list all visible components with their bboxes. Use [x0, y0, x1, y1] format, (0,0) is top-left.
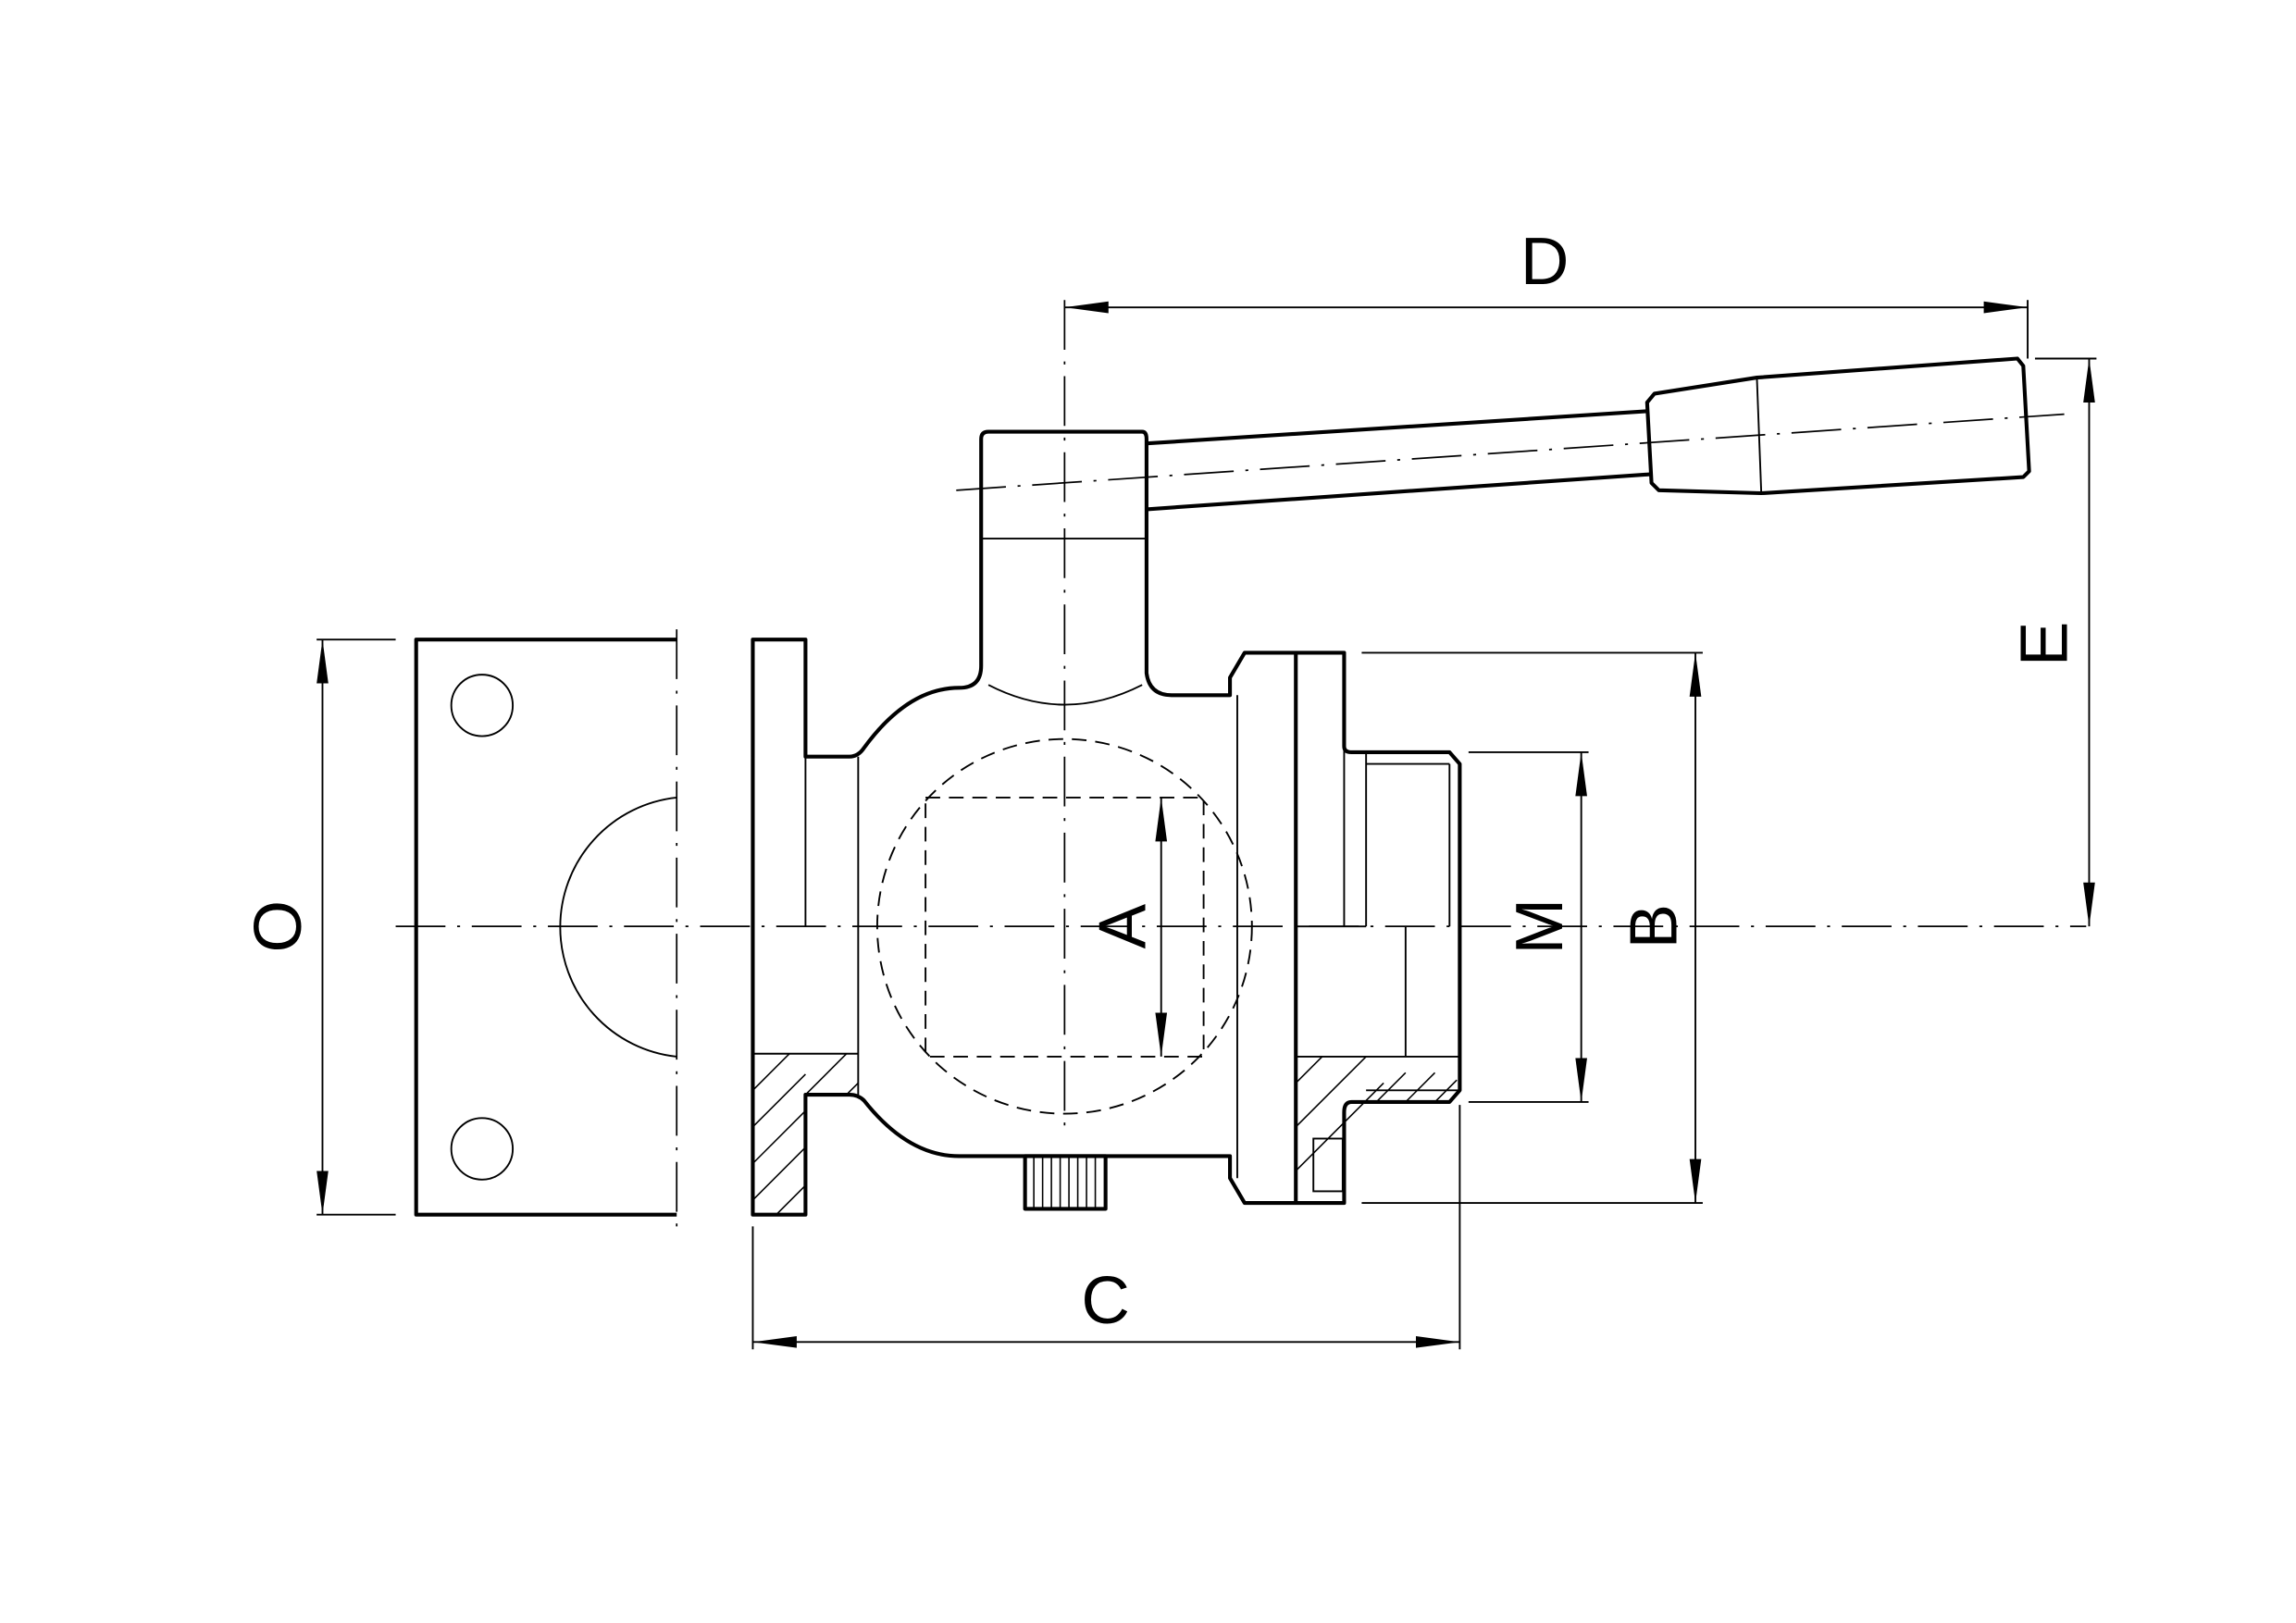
bolt-hole-top: [450, 674, 515, 737]
label-b: B: [1616, 904, 1691, 949]
dimension-a: A: [1085, 797, 1168, 1057]
section-hatching: [751, 1053, 1458, 1216]
handle-centerline: [956, 413, 2065, 491]
dimension-m: M: [1468, 750, 1589, 1103]
lever-handle: [1146, 356, 2031, 512]
dimension-o: O: [241, 638, 396, 1216]
bore-half-circle: [559, 797, 677, 1058]
ball: [875, 737, 1253, 1115]
valve-body: [751, 429, 1462, 1217]
bolt-hole-bottom: [450, 1117, 515, 1181]
dimension-b: B: [1361, 651, 1703, 1205]
label-a: A: [1085, 903, 1160, 948]
flange-end-view: [414, 629, 678, 1230]
label-o: O: [241, 900, 316, 953]
label-d: D: [1520, 224, 1570, 299]
label-e: E: [2007, 622, 2082, 667]
label-c: C: [1081, 1263, 1130, 1338]
drain-plug: [1023, 1154, 1108, 1211]
dimension-d: D: [1064, 224, 2029, 359]
dimension-e: E: [2007, 357, 2097, 927]
dimension-c: C: [751, 1105, 1461, 1350]
label-m: M: [1502, 898, 1577, 955]
